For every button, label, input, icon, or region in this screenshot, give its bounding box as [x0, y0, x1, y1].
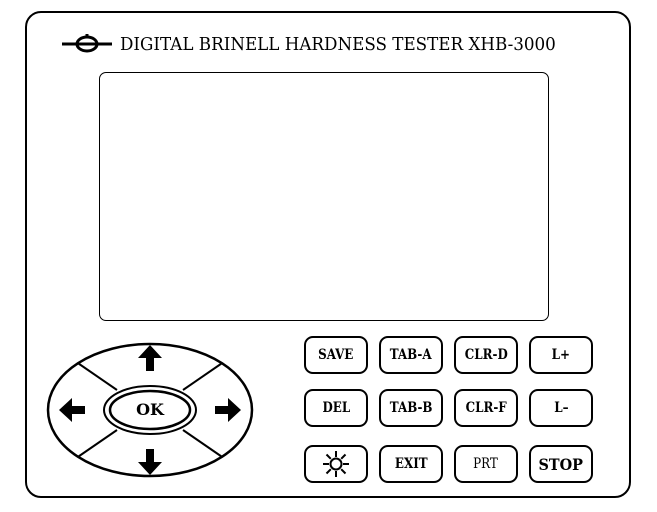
tab-a-button[interactable]: TAB-A [379, 336, 443, 374]
exit-button[interactable]: EXIT [379, 445, 443, 483]
arrow-right-icon [215, 398, 241, 422]
dpad-left-button[interactable] [49, 385, 101, 435]
stop-button[interactable]: STOP [529, 445, 593, 483]
clr-d-label: CLR-D [464, 347, 508, 363]
dpad-right-button[interactable] [199, 385, 251, 435]
ellipse-cross-logo-icon [62, 34, 112, 53]
clr-d-button[interactable]: CLR-D [454, 336, 518, 374]
stop-label: STOP [538, 454, 584, 474]
l-minus-button[interactable]: L– [529, 389, 593, 427]
del-label: DEL [322, 400, 350, 416]
clr-f-label: CLR-F [465, 400, 507, 416]
tab-b-label: TAB-B [389, 400, 433, 416]
l-plus-label: L+ [551, 347, 571, 363]
dpad-outline [46, 342, 254, 478]
backlight-button[interactable] [304, 445, 368, 483]
device-title: DIGITAL BRINELL HARDNESS TESTER XHB-3000 [120, 33, 556, 55]
l-plus-button[interactable]: L+ [529, 336, 593, 374]
dpad-up-button[interactable] [115, 344, 185, 384]
dpad-down-button[interactable] [115, 436, 185, 476]
tab-a-label: TAB-A [390, 347, 432, 363]
direction-pad: OK [45, 340, 255, 480]
del-button[interactable]: DEL [304, 389, 368, 427]
tab-b-button[interactable]: TAB-B [379, 389, 443, 427]
exit-label: EXIT [394, 456, 428, 472]
ok-button[interactable] [107, 388, 193, 432]
l-minus-label: L– [553, 400, 569, 416]
save-label: SAVE [318, 347, 354, 363]
header: DIGITAL BRINELL HARDNESS TESTER XHB-3000 [62, 30, 589, 58]
prt-button[interactable]: PRT [454, 445, 518, 483]
prt-label: PRT [473, 456, 499, 472]
sun-icon [323, 451, 349, 477]
arrow-left-icon [59, 398, 85, 422]
save-button[interactable]: SAVE [304, 336, 368, 374]
display-screen [99, 72, 549, 321]
arrow-down-icon [138, 449, 162, 475]
clr-f-button[interactable]: CLR-F [454, 389, 518, 427]
arrow-up-icon [138, 345, 162, 371]
